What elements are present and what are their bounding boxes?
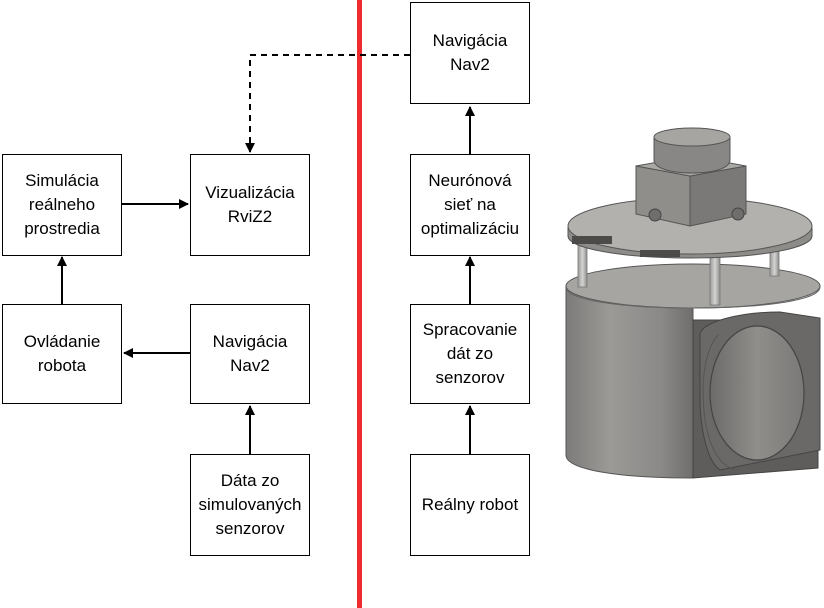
robot-lidar — [653, 127, 731, 174]
box-navigation-nav2-real: Navigácia Nav2 — [410, 2, 530, 104]
dashed-link-nav-to-viz — [245, 54, 410, 153]
box-label: Navigácia Nav2 — [432, 31, 508, 74]
box-label: Vizualizácia RviZ2 — [205, 183, 295, 226]
box-real-robot: Reálny robot — [410, 454, 530, 556]
robot-body — [565, 263, 821, 479]
box-label: Spracovanie dát zo senzorov — [422, 320, 518, 387]
box-simulated-sensor-data: Dáta zo simulovaných senzorov — [190, 454, 310, 556]
box-visualization-rviz2: Vizualizácia RviZ2 — [190, 154, 310, 256]
box-robot-control: Ovládanie robota — [2, 304, 122, 404]
box-navigation-nav2-sim: Navigácia Nav2 — [190, 304, 310, 404]
box-label: Dáta zo simulovaných senzorov — [198, 471, 302, 538]
box-label: Navigácia Nav2 — [212, 332, 288, 375]
box-simulation-environment: Simulácia reálneho prostredia — [2, 154, 122, 256]
box-neural-network: Neurónová sieť na optimalizáciu — [410, 154, 530, 256]
box-label: Reálny robot — [421, 495, 519, 514]
box-label: Neurónová sieť na optimalizáciu — [420, 171, 520, 238]
box-label: Ovládanie robota — [23, 332, 101, 375]
box-sensor-processing: Spracovanie dát zo senzorov — [410, 304, 530, 404]
box-label: Simulácia reálneho prostredia — [24, 171, 100, 238]
robot-wheel — [692, 311, 821, 479]
divider-line — [357, 0, 362, 608]
